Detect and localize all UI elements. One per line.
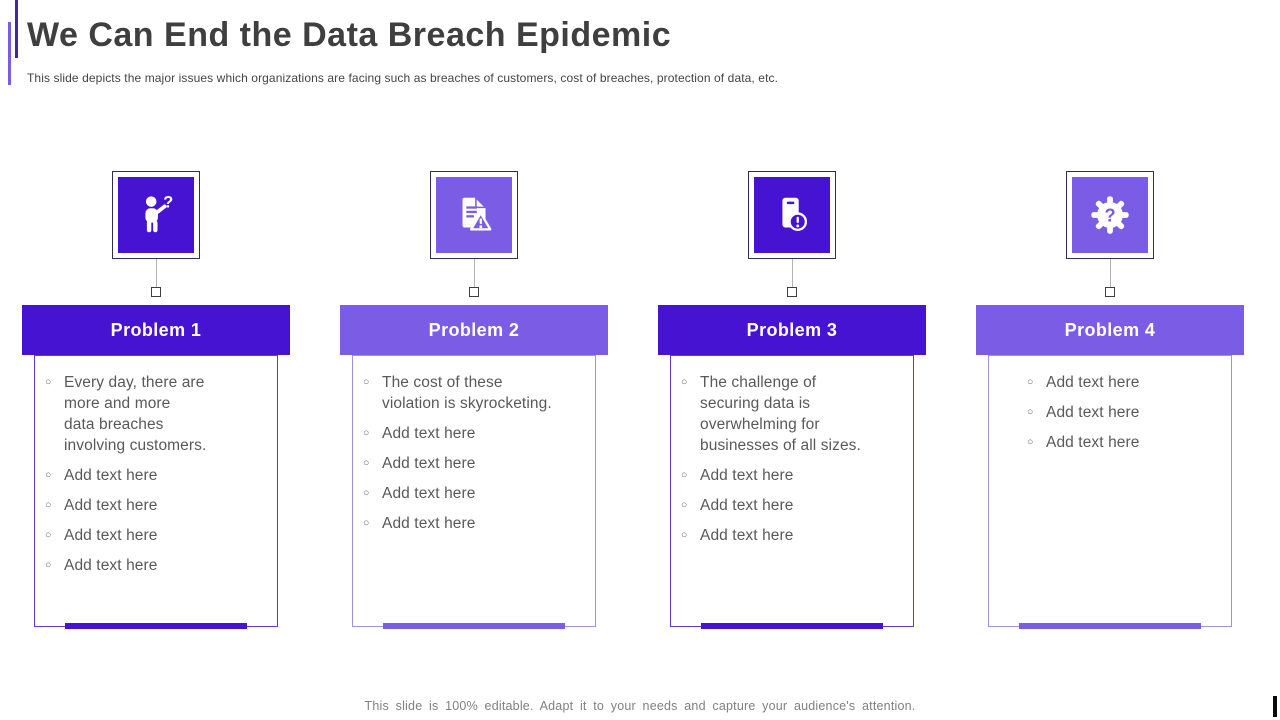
phone-alert-icon bbox=[782, 197, 808, 232]
circle-bullet-icon bbox=[363, 453, 382, 474]
problem-3-header[interactable]: Problem 3 bbox=[658, 305, 926, 355]
problem-3-content-box[interactable]: The challenge of securing data is overwh… bbox=[670, 355, 914, 629]
bottom-accent-bar bbox=[701, 623, 883, 629]
circle-bullet-icon bbox=[1027, 372, 1046, 393]
list-item: Add text here bbox=[45, 495, 271, 516]
problem-2-content-box[interactable]: The cost of these violation is skyrocket… bbox=[352, 355, 596, 629]
list-item: Add text here bbox=[45, 555, 271, 576]
circle-bullet-icon bbox=[45, 372, 64, 393]
title-accent-bar-dark bbox=[15, 0, 18, 58]
footer-note: This slide is 100% editable. Adapt it to… bbox=[364, 699, 916, 713]
circle-bullet-icon bbox=[45, 525, 64, 546]
problem-4-list: Add text here Add text here Add text her… bbox=[989, 356, 1231, 453]
list-item: Add text here bbox=[1027, 432, 1225, 453]
icon-frame-4[interactable]: ? bbox=[1066, 171, 1154, 259]
circle-bullet-icon bbox=[45, 555, 64, 576]
list-item: The challenge of securing data is overwh… bbox=[681, 372, 907, 456]
circle-bullet-icon bbox=[45, 465, 64, 486]
problem-1-content-box[interactable]: Every day, there are more and more data … bbox=[34, 355, 278, 629]
gear-question-icon: ? bbox=[1091, 196, 1129, 234]
bottom-accent-bar bbox=[65, 623, 247, 629]
svg-text:?: ? bbox=[1104, 206, 1115, 226]
page-title: We Can End the Data Breach Epidemic bbox=[27, 16, 672, 54]
circle-bullet-icon bbox=[681, 525, 700, 546]
list-item: Add text here bbox=[681, 465, 907, 486]
icon-box-1: ? bbox=[118, 177, 194, 253]
connector-line bbox=[155, 259, 157, 287]
circle-bullet-icon bbox=[681, 465, 700, 486]
circle-bullet-icon bbox=[1027, 402, 1046, 423]
list-item: Add text here bbox=[1027, 402, 1225, 423]
connector-line bbox=[1109, 259, 1111, 287]
slide-subtitle: This slide depicts the major issues whic… bbox=[27, 71, 779, 85]
list-item: Add text here bbox=[1027, 372, 1225, 393]
connector-square bbox=[787, 287, 797, 297]
person-question-icon: ? bbox=[145, 193, 173, 233]
icon-box-3 bbox=[754, 177, 830, 253]
list-item: Add text here bbox=[45, 465, 271, 486]
problem-column-2: Problem 2 The cost of these violation is… bbox=[340, 171, 608, 629]
list-item: Every day, there are more and more data … bbox=[45, 372, 271, 456]
problem-columns: ? Problem 1 Every day, there are more an… bbox=[22, 171, 1244, 629]
circle-bullet-icon bbox=[363, 513, 382, 534]
bottom-accent-bar bbox=[1019, 623, 1201, 629]
list-item: The cost of these violation is skyrocket… bbox=[363, 372, 589, 414]
connector-square bbox=[1105, 287, 1115, 297]
problem-column-4: ? Problem 4 Add text here Add text here … bbox=[976, 171, 1244, 629]
list-item: Add text here bbox=[363, 423, 589, 444]
problem-2-list: The cost of these violation is skyrocket… bbox=[353, 356, 595, 534]
document-warning-icon bbox=[462, 196, 492, 231]
connector-square bbox=[469, 287, 479, 297]
bottom-accent-bar bbox=[383, 623, 565, 629]
connector-line bbox=[473, 259, 475, 287]
problem-2-header[interactable]: Problem 2 bbox=[340, 305, 608, 355]
corner-marker bbox=[1273, 696, 1277, 717]
icon-box-4: ? bbox=[1072, 177, 1148, 253]
list-item: Add text here bbox=[681, 525, 907, 546]
circle-bullet-icon bbox=[1027, 432, 1046, 453]
title-accent-bar-light bbox=[8, 22, 11, 85]
circle-bullet-icon bbox=[681, 495, 700, 516]
list-item: Add text here bbox=[45, 525, 271, 546]
connector-square bbox=[151, 287, 161, 297]
problem-1-list: Every day, there are more and more data … bbox=[35, 356, 277, 576]
icon-box-2 bbox=[436, 177, 512, 253]
problem-4-content-box[interactable]: Add text here Add text here Add text her… bbox=[988, 355, 1232, 629]
problem-4-header[interactable]: Problem 4 bbox=[976, 305, 1244, 355]
list-item: Add text here bbox=[363, 513, 589, 534]
circle-bullet-icon bbox=[363, 483, 382, 504]
circle-bullet-icon bbox=[45, 495, 64, 516]
icon-frame-2[interactable] bbox=[430, 171, 518, 259]
icon-frame-3[interactable] bbox=[748, 171, 836, 259]
svg-text:?: ? bbox=[163, 193, 173, 211]
problem-column-1: ? Problem 1 Every day, there are more an… bbox=[22, 171, 290, 629]
circle-bullet-icon bbox=[363, 423, 382, 444]
problem-1-header[interactable]: Problem 1 bbox=[22, 305, 290, 355]
problem-3-list: The challenge of securing data is overwh… bbox=[671, 356, 913, 546]
list-item: Add text here bbox=[363, 453, 589, 474]
circle-bullet-icon bbox=[681, 372, 700, 393]
connector-line bbox=[791, 259, 793, 287]
list-item: Add text here bbox=[681, 495, 907, 516]
circle-bullet-icon bbox=[363, 372, 382, 393]
problem-column-3: Problem 3 The challenge of securing data… bbox=[658, 171, 926, 629]
list-item: Add text here bbox=[363, 483, 589, 504]
icon-frame-1[interactable]: ? bbox=[112, 171, 200, 259]
